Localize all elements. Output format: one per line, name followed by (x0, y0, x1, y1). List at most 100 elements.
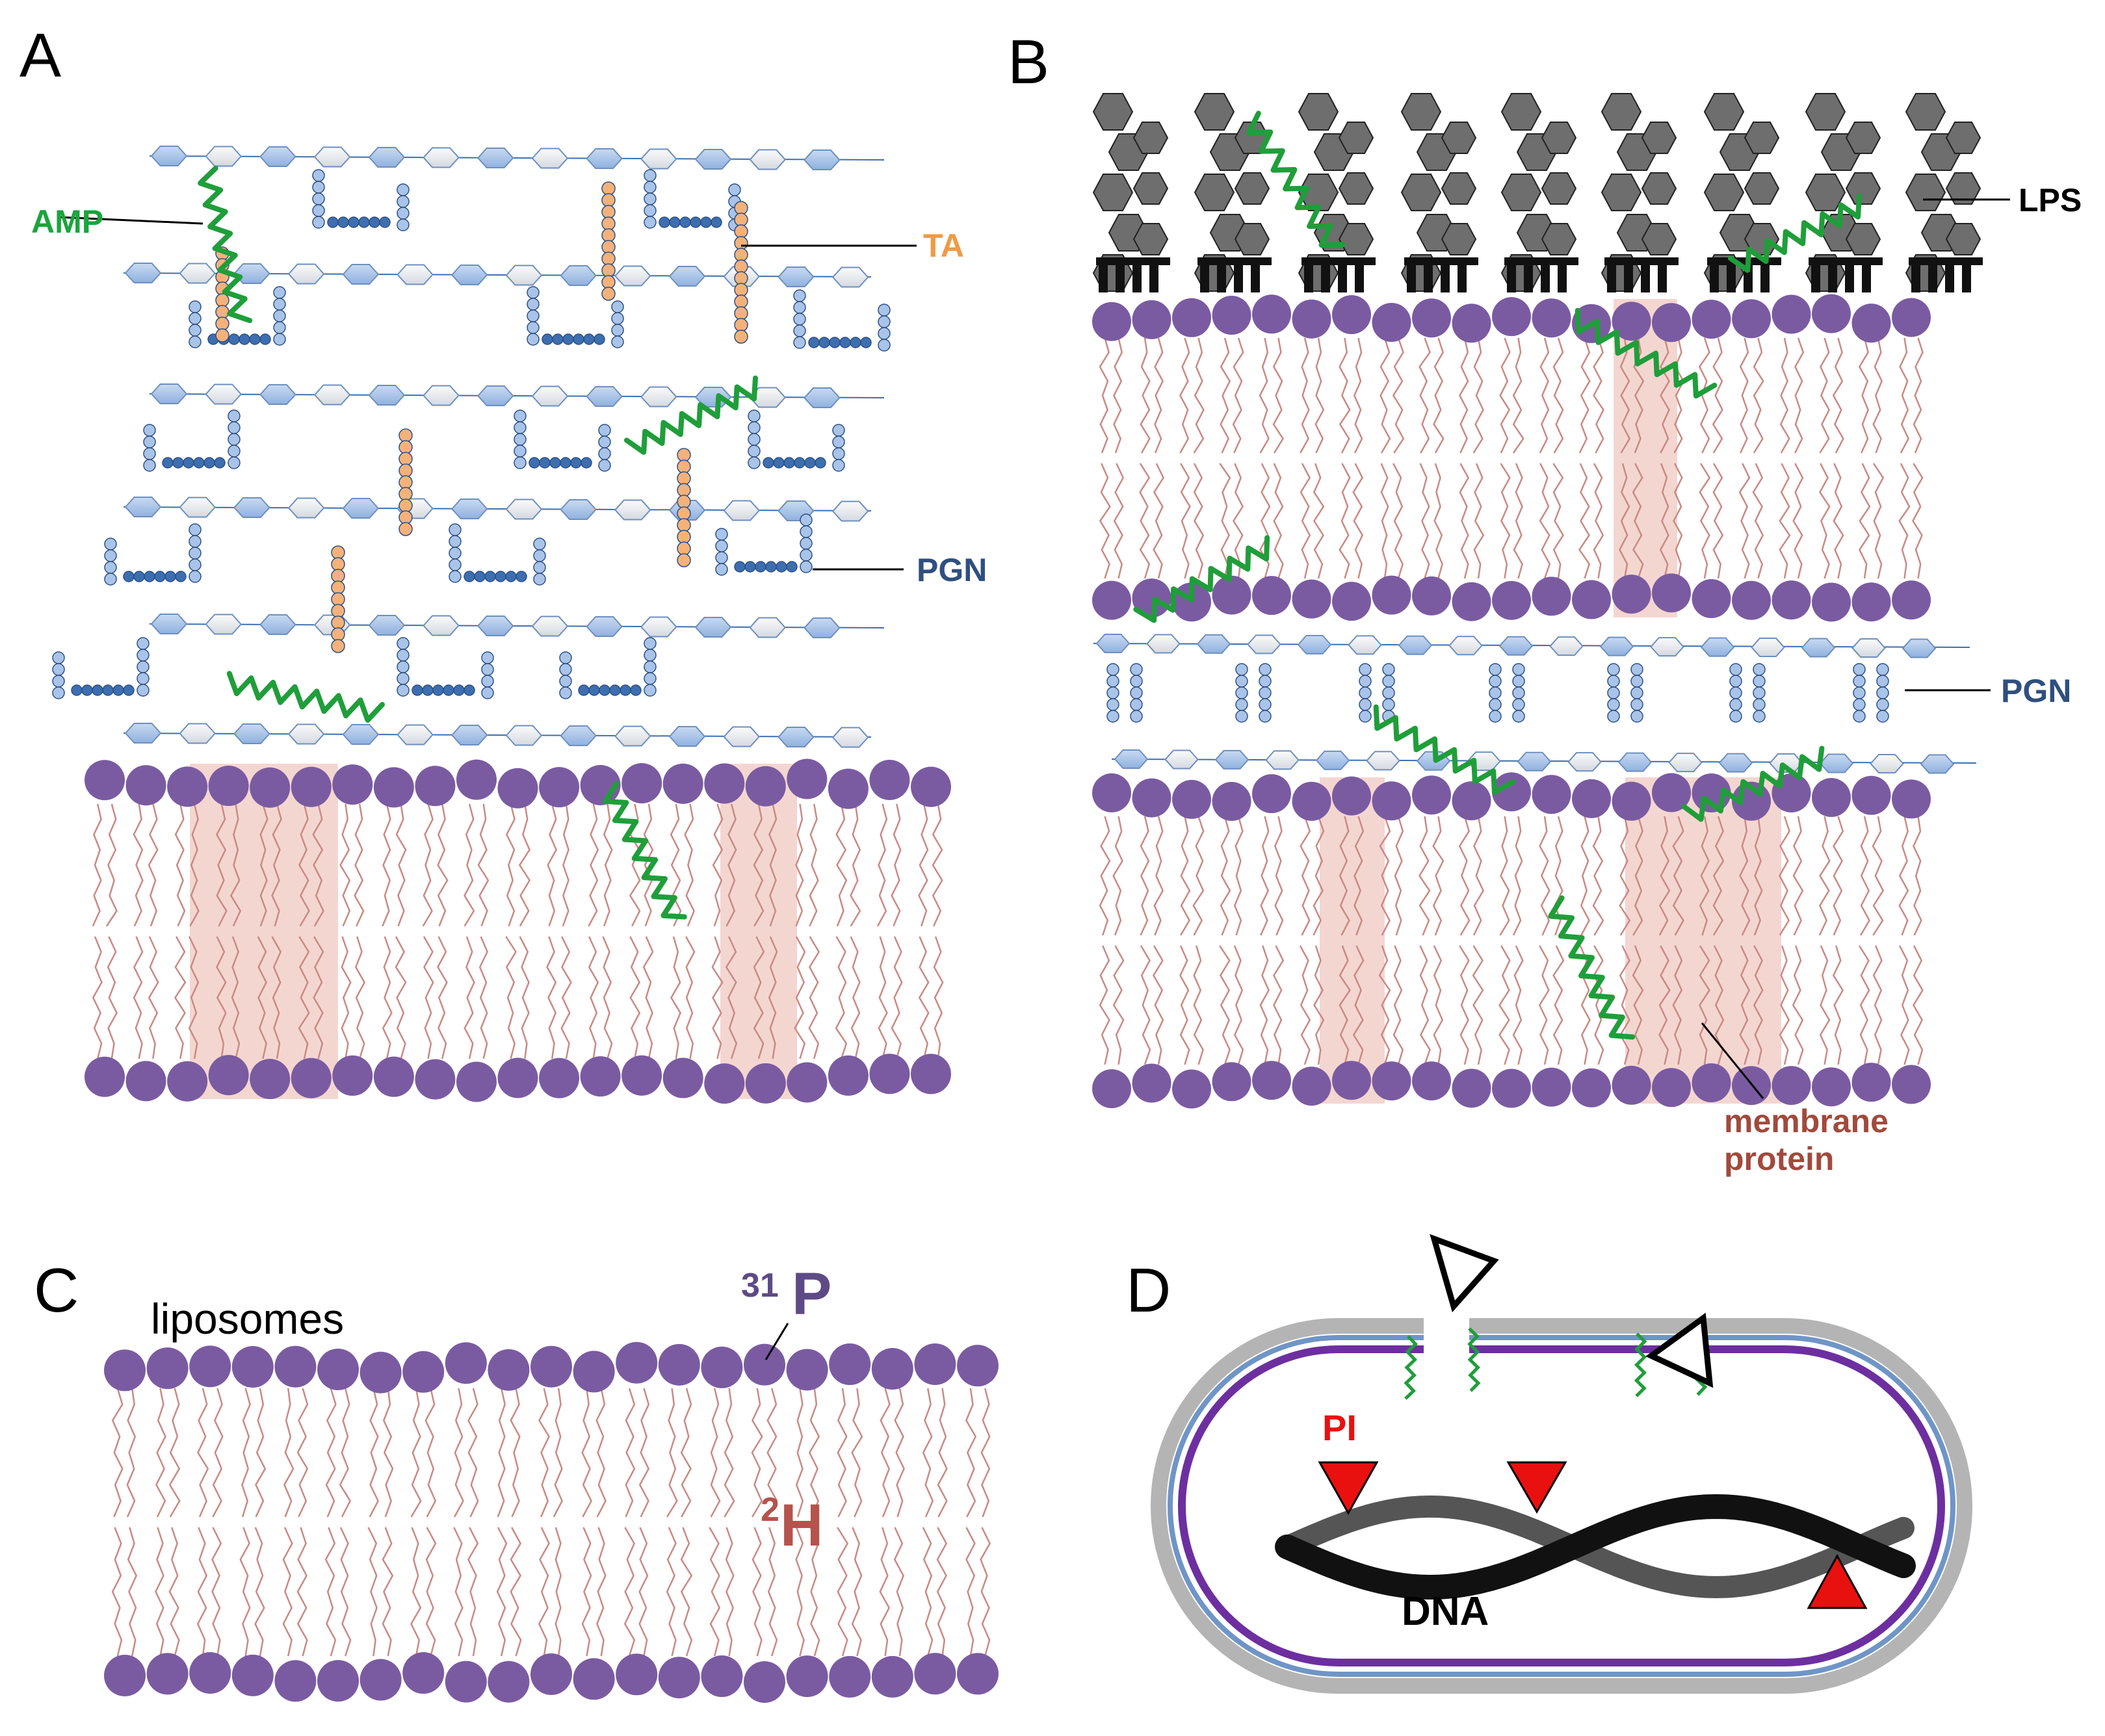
sugar-residue (1801, 638, 1836, 658)
sugar-residue (205, 614, 242, 635)
stem-peptide-bead (748, 421, 761, 434)
lipid-head (291, 766, 332, 807)
lipid-tail (1352, 463, 1364, 579)
bridge-peptide-bead (464, 571, 475, 582)
lipid-tail (1699, 463, 1711, 579)
bridge-peptide-bead (599, 684, 610, 696)
lipid-tail (711, 936, 724, 1059)
lipid-head (573, 1351, 615, 1393)
lipid-tail (1220, 816, 1231, 936)
lipid-head (189, 1345, 231, 1388)
lipid-tail (1753, 816, 1763, 936)
amp-peptide (1548, 895, 1636, 1040)
lipid-head (1092, 773, 1131, 812)
lipid-tail (1498, 945, 1511, 1065)
stem-peptide-bead (1235, 686, 1248, 699)
lipid-head (745, 766, 786, 807)
ta-label: TA (923, 227, 964, 264)
sugar-residue (342, 264, 380, 285)
lipid-tail (1819, 945, 1831, 1065)
stem-peptide-bead (228, 409, 241, 422)
lipid-tail (1739, 945, 1751, 1065)
teichoic-acid-bead (734, 294, 748, 309)
stem-peptide-bead (514, 409, 527, 422)
lipid-tail (148, 803, 159, 927)
stem-peptide-bead (1235, 663, 1248, 676)
sugar-residue (640, 616, 677, 638)
bacterial-cell (1151, 1315, 1972, 1694)
stem-peptide-bead (397, 183, 410, 196)
phosphorus-superscript: 31 (741, 1267, 779, 1304)
bridge-peptide-bead (669, 216, 681, 228)
lipid-tail (282, 1527, 293, 1657)
lipid-a-tail (1424, 263, 1433, 292)
lipid-tail (1619, 945, 1630, 1065)
lipid-tail (464, 936, 475, 1059)
sugar-residue (614, 265, 651, 287)
lipid-head (1532, 577, 1571, 616)
lipid-tail (1752, 463, 1764, 579)
lipid-tail (410, 1388, 422, 1518)
lps-sugar (1845, 122, 1881, 154)
bridge-peptide-bead (570, 457, 582, 469)
lipid-head (1572, 580, 1611, 619)
lipid-tail (1858, 945, 1870, 1065)
sugar-residue (804, 387, 841, 409)
bridge-peptide-bead (239, 333, 250, 345)
sugar-residue (560, 725, 597, 747)
stem-peptide-bead (137, 684, 150, 697)
bridge-peptide-bead (542, 333, 553, 345)
sugar-residue (804, 617, 841, 639)
teichoic-acid-bead (215, 328, 229, 343)
lipid-head (744, 1661, 785, 1703)
lipid-head (104, 1349, 146, 1392)
lipid-head (539, 767, 580, 808)
teichoic-acid-bead (601, 228, 616, 242)
stem-peptide-bead (312, 181, 325, 194)
lipid-tail (1913, 337, 1924, 454)
amp-peptide (1133, 535, 1270, 623)
sugar-residue (313, 384, 351, 406)
stem-peptide-bead (449, 558, 462, 571)
lipid-a-tail (1217, 263, 1226, 292)
lipid-tail (1913, 816, 1922, 936)
lipid-head (1652, 573, 1691, 613)
lipid-tail (296, 1388, 309, 1518)
lipid-a-tail (1945, 263, 1954, 292)
teichoic-acid-bead (601, 216, 616, 231)
lipid-tail (1739, 816, 1751, 936)
sugar-residue (233, 263, 270, 285)
teichoic-acid-bead (399, 428, 413, 443)
lps-sugar (1298, 93, 1339, 131)
stem-peptide-bead (228, 421, 241, 434)
lipid-tail (197, 1388, 209, 1518)
stem-peptide-bead (715, 551, 728, 564)
teichoic-acid-bead (399, 487, 413, 501)
stem-peptide-bead (644, 169, 657, 182)
teichoic-acid-bead (677, 471, 691, 486)
pi-marker-2 (1506, 1461, 1567, 1514)
lipid-head (360, 1351, 402, 1393)
stem-peptide-bead (104, 549, 117, 562)
lipid-tail (767, 1527, 778, 1657)
lipid-a-tail (1200, 263, 1209, 292)
bridge-peptide-bead (734, 561, 746, 573)
sugar-residue (1870, 753, 1904, 773)
stem-peptide-bead (143, 447, 156, 460)
lipid-tail (643, 803, 654, 927)
lipid-head (1892, 580, 1931, 620)
lipid-tail (638, 1527, 649, 1657)
sugar-residue (1851, 638, 1886, 658)
stem-peptide-bead (728, 183, 741, 196)
lps-sugar (1945, 122, 1981, 154)
sugar-residue (749, 387, 787, 408)
lipid-tail (1792, 816, 1804, 936)
teichoic-acid-bead (215, 317, 229, 331)
lipid-tail (215, 803, 228, 927)
sugar-residue (505, 265, 543, 286)
lipid-tail (283, 1388, 294, 1518)
panel-a-membrane (85, 758, 951, 1104)
lipid-tail (189, 803, 200, 927)
lps-sugar (1234, 172, 1270, 205)
lipid-head (1492, 580, 1531, 620)
